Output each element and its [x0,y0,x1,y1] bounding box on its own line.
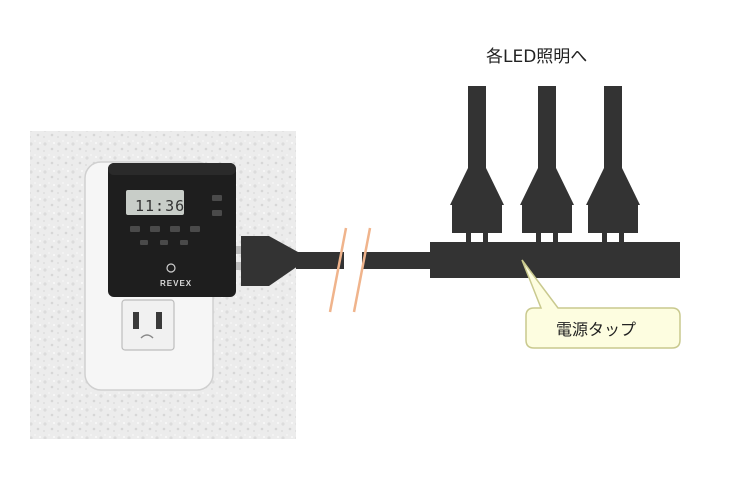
led-plug-2 [520,86,574,243]
callout-bubble [521,259,681,349]
timer-display-readout: 11:36 [135,197,186,215]
cable-right-segment [362,252,434,269]
timer-display [126,190,184,215]
power-icon [166,263,176,273]
led-plug-3 [586,86,640,243]
timer-brand-logo: REVEX [160,279,193,288]
power-strip-label: 電源タップ [556,320,637,339]
digital-timer [108,163,236,297]
led-lights-label: 各LED照明へ [486,47,588,67]
wall-socket [121,299,175,351]
power-strip [430,242,680,278]
timer-buttons [130,195,222,245]
cable-left-segment [296,252,344,269]
timer-plug [236,236,298,286]
cable-break-mark [328,227,372,313]
led-plug-1 [450,86,504,243]
